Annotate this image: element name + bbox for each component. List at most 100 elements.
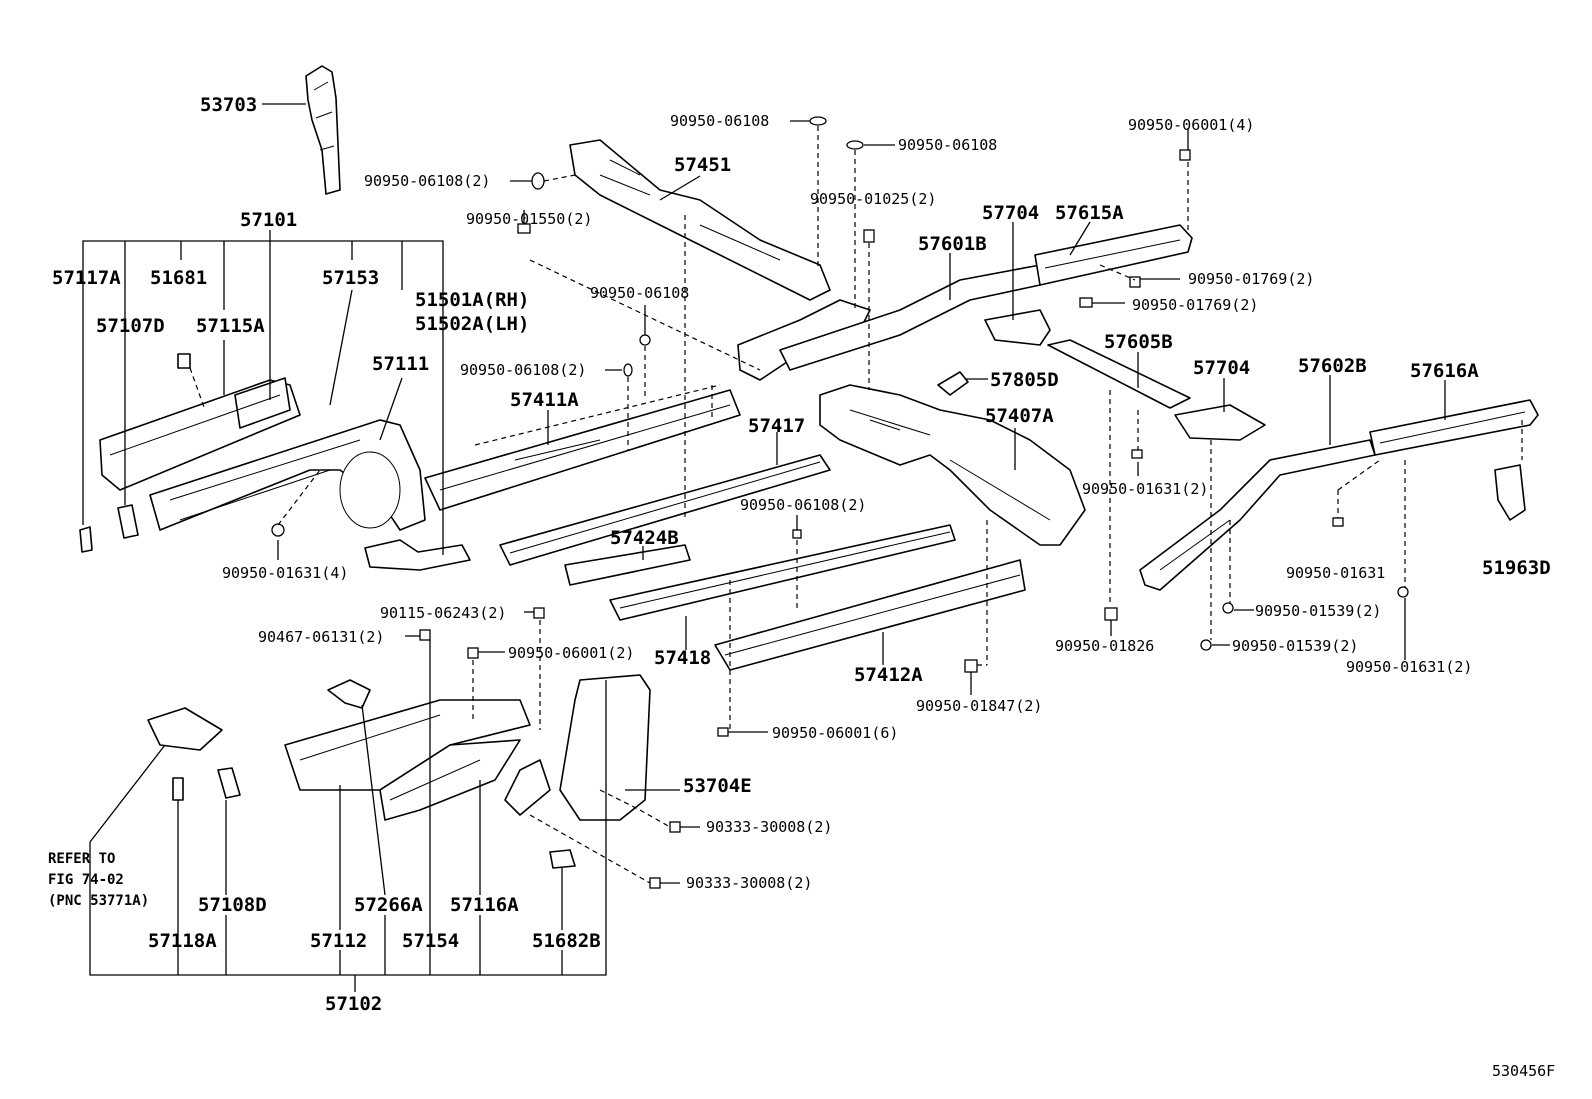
bolt-icon bbox=[419, 629, 431, 641]
part-57704-b bbox=[1174, 404, 1266, 441]
callout-90950-01550-2: 90950-01550(2) bbox=[466, 210, 592, 228]
callout-57115A: 57115A bbox=[196, 315, 265, 337]
part-57101-assy bbox=[79, 353, 471, 571]
callout-57704-top: 57704 bbox=[982, 202, 1039, 224]
callout-90950-01769-2-b: 90950-01769(2) bbox=[1132, 296, 1258, 314]
plug-icon bbox=[271, 523, 285, 537]
callout-57116A: 57116A bbox=[450, 894, 519, 916]
callout-51963D: 51963D bbox=[1482, 557, 1551, 579]
callout-57411A: 57411A bbox=[510, 389, 579, 411]
grommet-icon bbox=[846, 140, 864, 150]
part-shapes bbox=[79, 65, 1539, 869]
callout-57101: 57101 bbox=[240, 209, 297, 231]
plug-icon bbox=[792, 529, 802, 539]
callout-57412A: 57412A bbox=[854, 664, 923, 686]
part-57417 bbox=[499, 454, 831, 566]
callout-51682B: 51682B bbox=[532, 930, 601, 952]
part-57411A bbox=[424, 389, 741, 511]
callout-90950-06108-2-a: 90950-06108(2) bbox=[364, 172, 490, 190]
grommet-icon bbox=[809, 116, 827, 126]
bolt-icon bbox=[1200, 639, 1212, 651]
callout-90950-06108-2-b: 90950-06108(2) bbox=[460, 361, 586, 379]
bolt-icon bbox=[1222, 602, 1234, 614]
part-57704-a bbox=[984, 309, 1051, 346]
callout-57266A: 57266A bbox=[354, 894, 423, 916]
callout-90950-06001-2: 90950-06001(2) bbox=[508, 644, 634, 662]
plug-icon bbox=[1104, 607, 1118, 621]
plug-icon bbox=[863, 229, 875, 243]
part-57805D bbox=[937, 371, 969, 396]
callout-90950-06108-mid: 90950-06108 bbox=[590, 284, 689, 302]
callout-90950-01539-2-a: 90950-01539(2) bbox=[1255, 602, 1381, 620]
callout-90950-06108-right: 90950-06108 bbox=[898, 136, 997, 154]
plug-icon bbox=[1332, 517, 1344, 527]
callout-57616A: 57616A bbox=[1410, 360, 1479, 382]
leader-lines bbox=[82, 103, 1523, 992]
part-51963D bbox=[1494, 464, 1526, 521]
part-53703 bbox=[305, 65, 341, 195]
bolt-icon bbox=[1397, 586, 1409, 598]
refer-note-line1: REFER TO bbox=[48, 851, 115, 867]
bolt-icon bbox=[533, 607, 545, 619]
callout-57417: 57417 bbox=[748, 415, 805, 437]
part-57605B bbox=[1047, 339, 1191, 409]
callout-53703: 53703 bbox=[200, 94, 257, 116]
callout-51501A: 51501A(RH) bbox=[415, 289, 529, 311]
callout-57111: 57111 bbox=[372, 353, 429, 375]
callout-57107D: 57107D bbox=[96, 315, 165, 337]
callout-57418: 57418 bbox=[654, 647, 711, 669]
callout-90950-01631: 90950-01631 bbox=[1286, 564, 1385, 582]
fasteners bbox=[271, 116, 1409, 889]
refer-note-line2: FIG 74-02 bbox=[48, 872, 124, 888]
callout-90950-06108-top: 90950-06108 bbox=[670, 112, 769, 130]
callout-90467-06131-2: 90467-06131(2) bbox=[258, 628, 384, 646]
callout-57154: 57154 bbox=[402, 930, 459, 952]
grommet-icon bbox=[623, 363, 633, 377]
plug-icon bbox=[649, 877, 661, 889]
plug-icon bbox=[467, 647, 479, 659]
part-57601B bbox=[779, 224, 1193, 371]
part-57407A bbox=[819, 384, 1086, 546]
callout-53704E: 53704E bbox=[683, 775, 752, 797]
callout-90950-01826: 90950-01826 bbox=[1055, 637, 1154, 655]
plug-icon bbox=[669, 821, 681, 833]
callout-90333-30008-2-b: 90333-30008(2) bbox=[686, 874, 812, 892]
callout-90950-06001-6: 90950-06001(6) bbox=[772, 724, 898, 742]
plug-icon bbox=[1131, 449, 1143, 459]
callout-57424B: 57424B bbox=[610, 527, 679, 549]
callout-57108D: 57108D bbox=[198, 894, 267, 916]
callout-51681: 51681 bbox=[150, 267, 207, 289]
callout-90950-01631-4: 90950-01631(4) bbox=[222, 564, 348, 582]
callout-57704-mid: 57704 bbox=[1193, 357, 1250, 379]
callout-57407A: 57407A bbox=[985, 405, 1054, 427]
callout-57605B: 57605B bbox=[1104, 331, 1173, 353]
refer-note-line3: (PNC 53771A) bbox=[48, 893, 149, 909]
callout-57112: 57112 bbox=[310, 930, 367, 952]
callout-57118A: 57118A bbox=[148, 930, 217, 952]
callout-90950-01769-2-a: 90950-01769(2) bbox=[1188, 270, 1314, 288]
callout-90115-06243-2: 90115-06243(2) bbox=[380, 604, 506, 622]
plug-icon bbox=[1079, 297, 1093, 308]
grommet-icon bbox=[531, 172, 545, 190]
callout-57102: 57102 bbox=[325, 993, 382, 1015]
callout-57153: 57153 bbox=[322, 267, 379, 289]
callout-57602B: 57602B bbox=[1298, 355, 1367, 377]
callout-57117A: 57117A bbox=[52, 267, 121, 289]
part-57418 bbox=[609, 524, 956, 621]
part-57602B bbox=[1139, 399, 1539, 591]
callout-57615A: 57615A bbox=[1055, 202, 1124, 224]
figure-id: 530456F bbox=[1492, 1062, 1555, 1080]
plug-icon bbox=[1129, 276, 1141, 288]
callout-57601B: 57601B bbox=[918, 233, 987, 255]
callout-90333-30008-2-a: 90333-30008(2) bbox=[706, 818, 832, 836]
part-57102-assy bbox=[147, 674, 651, 869]
callout-51502A: 51502A(LH) bbox=[415, 313, 529, 335]
callout-labels: 53703 57101 57117A 51681 57153 51501A(RH… bbox=[48, 94, 1555, 1080]
callout-90950-01025-2: 90950-01025(2) bbox=[810, 190, 936, 208]
part-57424B bbox=[564, 544, 691, 586]
callout-90950-01847-2: 90950-01847(2) bbox=[916, 697, 1042, 715]
callout-57451: 57451 bbox=[674, 154, 731, 176]
part-57451 bbox=[569, 139, 871, 381]
plug-icon bbox=[964, 659, 978, 673]
